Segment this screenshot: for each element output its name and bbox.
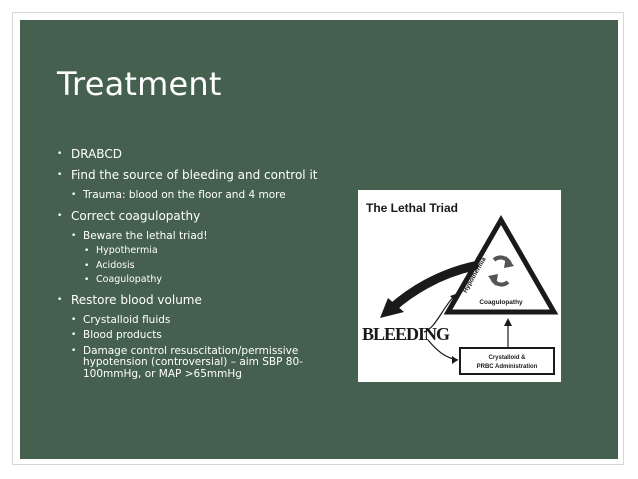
bullet-item: • Crystalloid fluids — [57, 313, 347, 327]
bullet-dot-icon: • — [57, 210, 63, 221]
crystalloid-box — [459, 347, 555, 375]
bullet-text: Trauma: blood on the floor and 4 more — [83, 189, 286, 201]
bullet-item: • DRABCD — [57, 148, 347, 161]
crystalloid-box-line1: Crystalloid & — [488, 355, 526, 361]
bullet-item: • Find the source of bleeding and control… — [57, 169, 347, 182]
triad-label-right: Acidosis — [517, 254, 537, 281]
slide: Treatment • DRABCD • Find the source of bl… — [20, 20, 618, 459]
bullet-dot-icon: • — [71, 230, 77, 241]
bullet-dot-icon: • — [71, 345, 77, 356]
bullet-text: Damage control resuscitation/permissive … — [83, 344, 303, 380]
bullet-text: DRABCD — [71, 147, 122, 161]
bullet-text: Correct coagulopathy — [71, 208, 201, 223]
bullet-dot-icon: • — [84, 246, 90, 256]
cycle-arrows-icon — [488, 255, 514, 287]
connector-lines — [423, 293, 512, 364]
bullet-dot-icon: • — [84, 260, 90, 271]
bullet-item: • Blood products — [57, 329, 347, 342]
bullet-item: • Coagulopathy — [57, 274, 347, 286]
bleeding-arrow-icon — [380, 261, 479, 318]
bullet-text: Acidosis — [96, 259, 135, 271]
bullet-text: Crystalloid fluids — [83, 313, 171, 326]
bullet-item: • Beware the lethal triad! — [57, 229, 347, 243]
bullet-text: Beware the lethal triad! — [83, 229, 208, 242]
bullet-list: • DRABCD • Find the source of bleeding and… — [57, 148, 347, 384]
figure-title: The Lethal Triad — [366, 201, 458, 215]
bullet-dot-icon: • — [57, 170, 63, 180]
bullet-item: • Damage control resuscitation/permissive… — [57, 344, 347, 381]
bullet-item: • Trauma: blood on the floor and 4 more — [57, 189, 347, 202]
lethal-triad-diagram: The Lethal Triad Hypothermia Acidosis Co… — [362, 201, 559, 375]
bullet-dot-icon: • — [57, 149, 63, 159]
bullet-item: • Correct coagulopathy — [57, 208, 347, 223]
bullet-dot-icon: • — [84, 275, 90, 285]
crystalloid-box-line2: PRBC Administration — [477, 364, 538, 370]
lethal-triad-figure: The Lethal Triad Hypothermia Acidosis Co… — [358, 190, 561, 382]
triad-label-base: Coagulopathy — [479, 299, 523, 306]
bullet-text: Blood products — [83, 329, 162, 341]
bullet-dot-icon: • — [57, 294, 63, 305]
slide-title: Treatment — [57, 65, 222, 103]
bullet-text: Hypothermia — [96, 245, 158, 256]
bullet-item: • Acidosis — [57, 259, 347, 272]
bullet-dot-icon: • — [71, 330, 77, 340]
bullet-item: • Restore blood volume — [57, 292, 347, 307]
bullet-text: Restore blood volume — [71, 292, 202, 307]
bullet-text: Find the source of bleeding and control … — [71, 168, 318, 182]
bleeding-label: BLEEDING — [362, 324, 450, 344]
bullet-item: • Hypothermia — [57, 245, 347, 257]
bullet-dot-icon: • — [71, 190, 77, 200]
bullet-dot-icon: • — [71, 314, 77, 325]
bullet-text: Coagulopathy — [96, 274, 162, 285]
